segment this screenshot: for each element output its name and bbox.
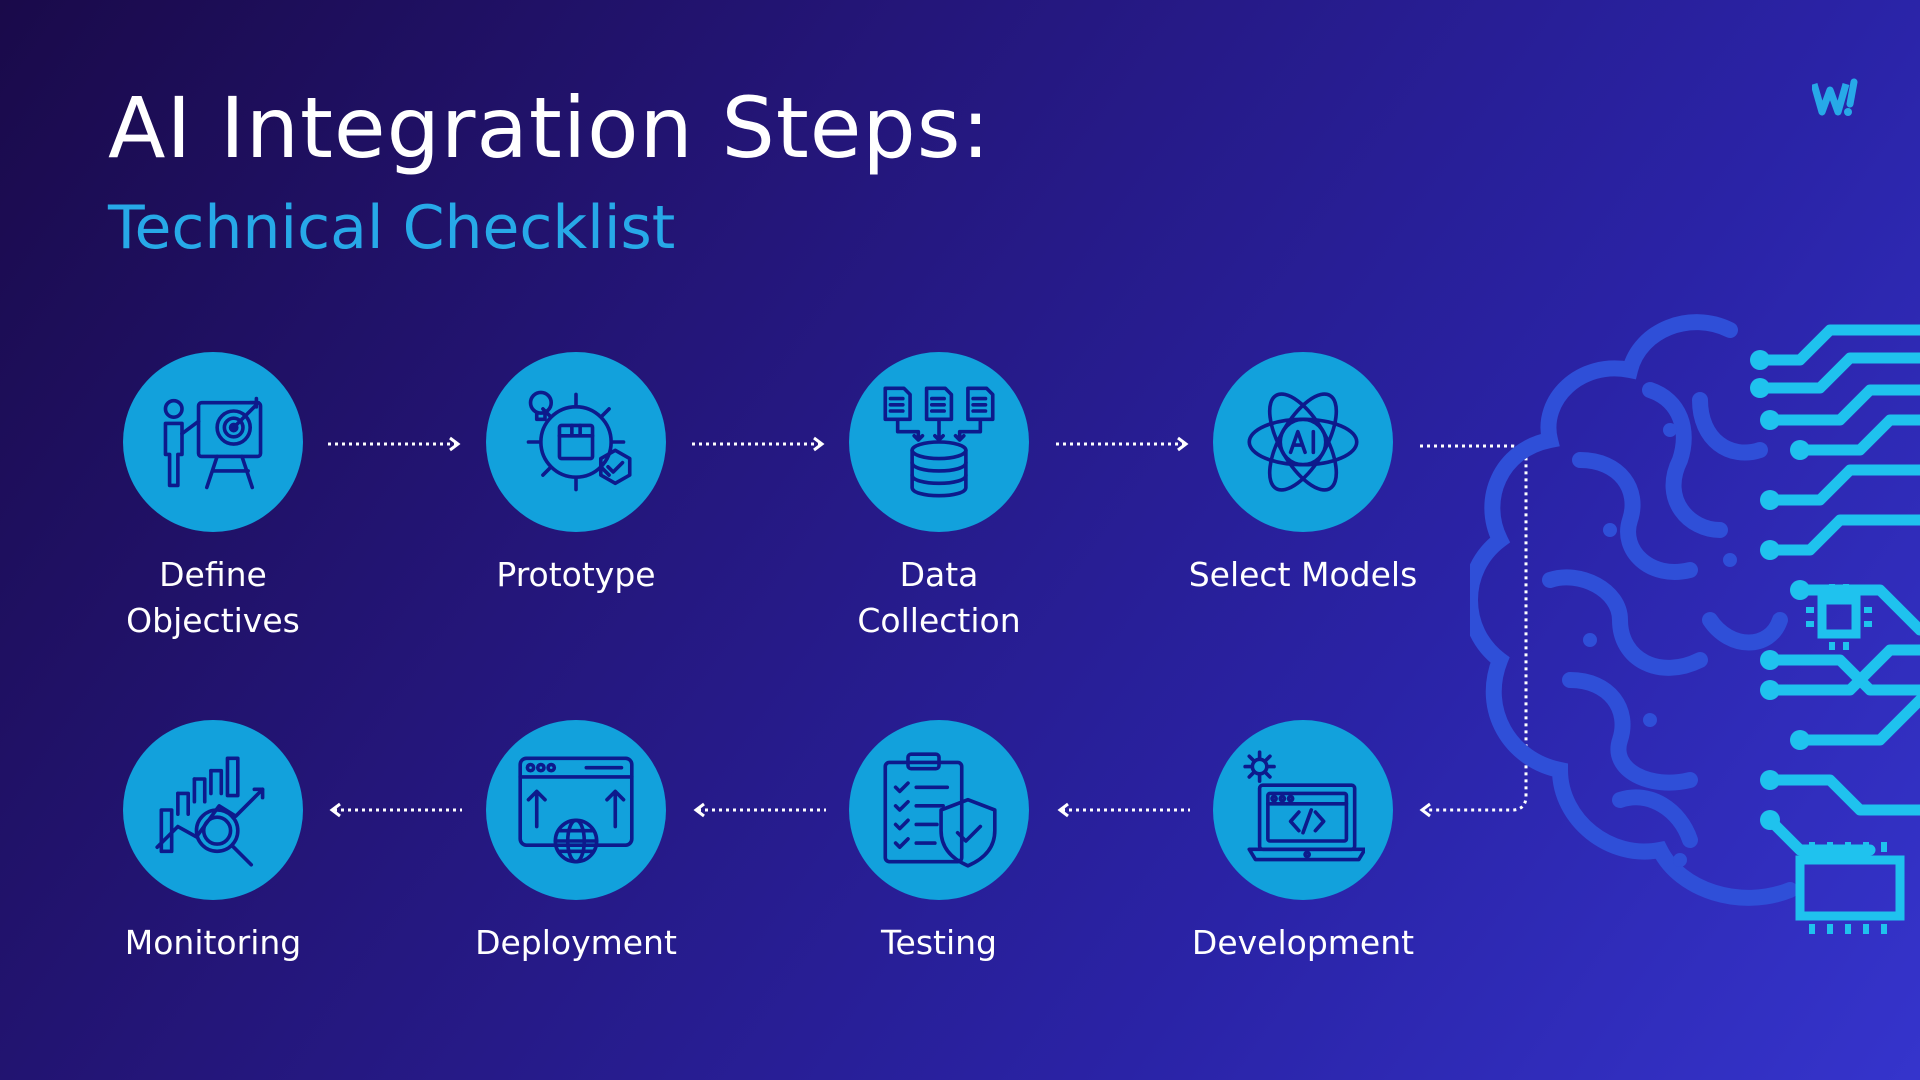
- step-circle: [123, 352, 303, 532]
- step-deployment: Deployment: [456, 720, 696, 966]
- arrow-left-icon: [693, 802, 826, 818]
- step-label: Deployment: [475, 923, 677, 962]
- step-circle: [849, 352, 1029, 532]
- arrow-right-icon: [692, 436, 825, 452]
- arrow-left-icon: [329, 802, 462, 818]
- step-label: Development: [1191, 923, 1415, 962]
- step-circle: [849, 720, 1029, 900]
- laptop-code-icon: [1243, 750, 1365, 862]
- brand-logo: [1812, 78, 1858, 116]
- step-data-collection: Data Collection: [819, 352, 1059, 644]
- step-label: Monitoring: [124, 923, 302, 962]
- step-circle: [486, 720, 666, 900]
- step-circle: [486, 352, 666, 532]
- step-define-objectives: Define Objectives: [93, 352, 333, 644]
- step-prototype: Prototype: [456, 352, 696, 598]
- step-label: Testing: [880, 923, 997, 962]
- step-label: Select Models: [1188, 555, 1418, 594]
- chart-magnifier-icon: [155, 756, 265, 867]
- step-circle: [1213, 352, 1393, 532]
- browser-globe-icon: [518, 756, 634, 864]
- step-label: Define Objectives: [126, 555, 300, 640]
- target-presentation-icon: [163, 396, 263, 490]
- page-title: AI Integration Steps:: [108, 79, 991, 177]
- page-subtitle: Technical Checklist: [108, 193, 676, 263]
- brain-circuit-illustration: [1470, 314, 1920, 934]
- step-development: Development: [1183, 720, 1423, 966]
- step-testing: Testing: [819, 720, 1059, 966]
- arrow-right-icon: [328, 436, 461, 452]
- ai-atom-icon: [1247, 392, 1359, 492]
- step-circle: [123, 720, 303, 900]
- arrow-turn-down-icon: [1419, 444, 1528, 818]
- step-label: Data Collection: [857, 555, 1021, 640]
- step-circle: [1213, 720, 1393, 900]
- arrow-left-icon: [1057, 802, 1190, 818]
- database-documents-icon: [883, 386, 995, 498]
- gear-idea-icon: [526, 390, 632, 492]
- step-monitoring: Monitoring: [93, 720, 333, 966]
- clipboard-shield-icon: [883, 752, 997, 868]
- step-select-models: Select Models: [1183, 352, 1423, 598]
- arrow-right-icon: [1056, 436, 1189, 452]
- step-label: Prototype: [496, 555, 656, 594]
